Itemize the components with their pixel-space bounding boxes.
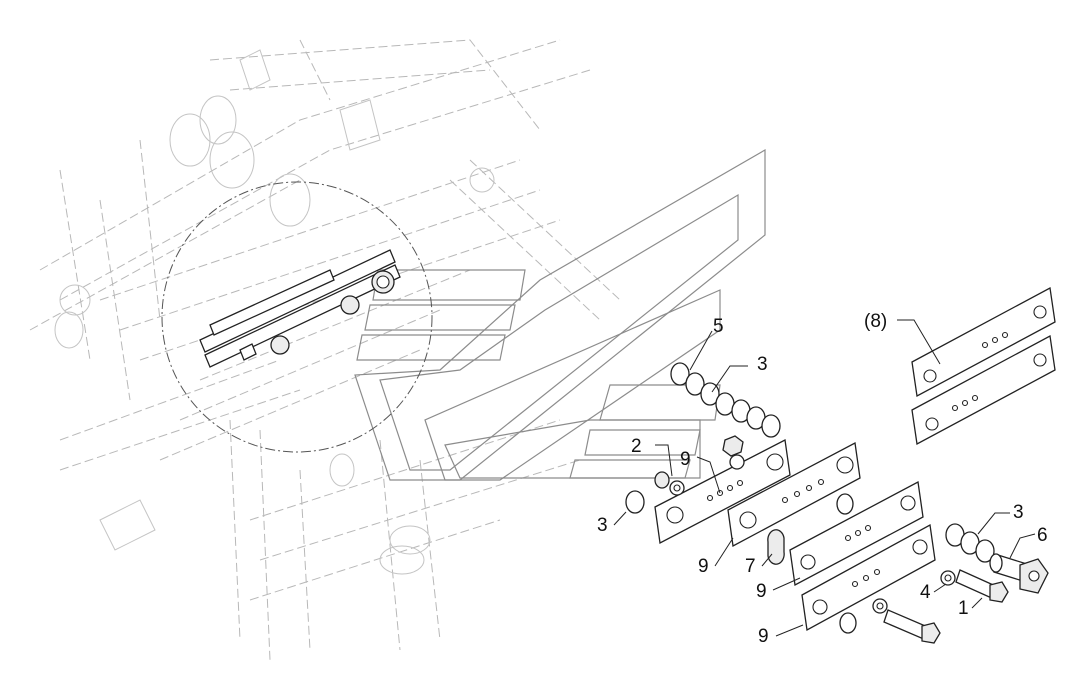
ring-3-left — [625, 490, 645, 514]
watermark-logo — [354, 148, 766, 481]
callout-9-bottom-plate: 9 — [758, 626, 769, 647]
callout-6: 6 — [1037, 525, 1048, 546]
callout-4: 4 — [920, 582, 931, 603]
pin-6 — [989, 553, 1049, 594]
plate-9-third — [789, 480, 924, 587]
callout-3-o-rings: 3 — [757, 354, 768, 375]
plate-9-bottom — [801, 523, 936, 632]
bottom-ring — [839, 612, 857, 634]
detail-circle — [161, 181, 433, 453]
nut-and-washer-2 — [654, 435, 745, 496]
leader-lines — [613, 319, 1036, 637]
rings-3-right — [945, 523, 995, 563]
callouts: 5 3 2 9 3 9 7 9 9 (8) 3 6 4 1 — [597, 311, 1048, 647]
callout-3-left-ring: 3 — [597, 515, 608, 536]
callout-9-second-plate: 9 — [698, 556, 709, 577]
plate-9-second — [727, 441, 861, 548]
machine-frame-background — [29, 39, 621, 661]
callout-9-top-plate: 9 — [680, 449, 691, 470]
callout-2: 2 — [631, 436, 642, 457]
callout-1: 1 — [958, 598, 969, 619]
callout-7: 7 — [745, 556, 756, 577]
bolt-1 — [883, 569, 1009, 644]
washer-4 — [872, 570, 956, 614]
bushing-7 — [767, 493, 854, 565]
callout-8: (8) — [864, 311, 887, 332]
callout-3-right-rings: 3 — [1013, 502, 1024, 523]
callout-5: 5 — [713, 316, 724, 337]
callout-9-third-plate: 9 — [756, 581, 767, 602]
plate-set-8 — [911, 286, 1056, 446]
o-ring-stack — [670, 362, 781, 438]
